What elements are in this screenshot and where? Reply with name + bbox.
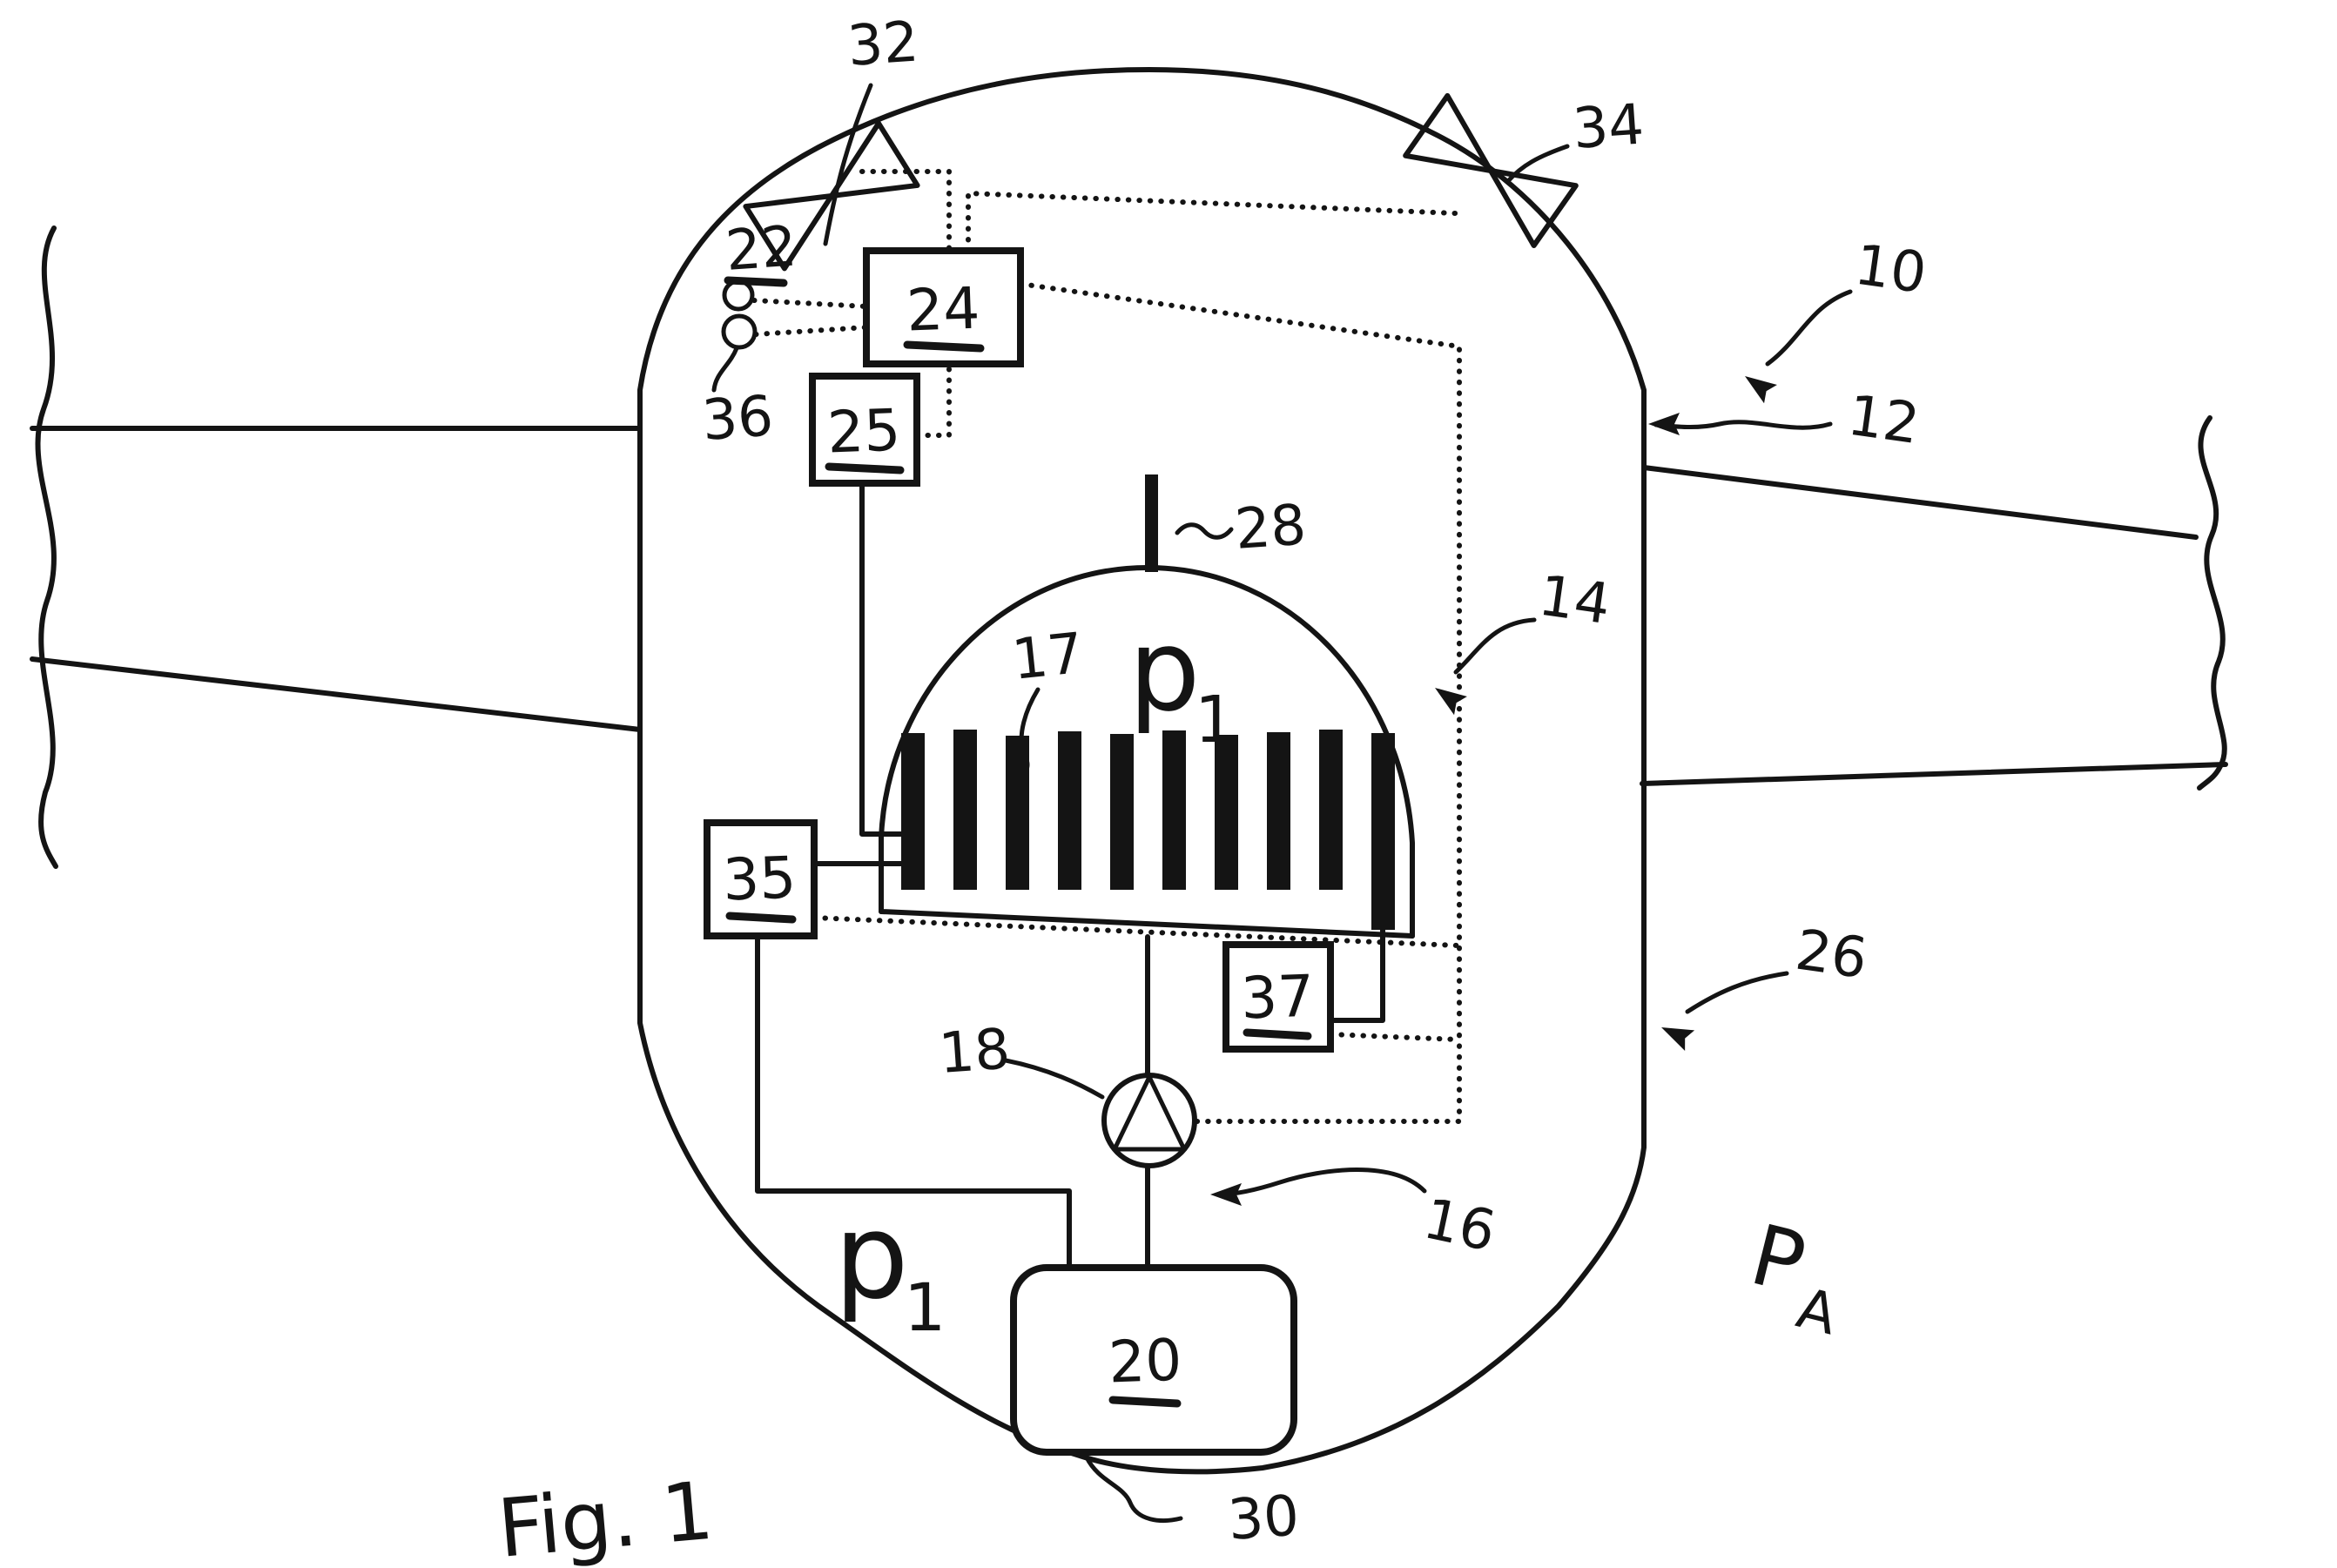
right-wing-break-line — [2197, 415, 2227, 791]
ref-leader-17 — [1019, 687, 1041, 772]
label-28-tilde-leader — [1175, 522, 1234, 540]
arrowhead-14 — [1435, 688, 1467, 716]
pressure-sensor-icon-22 — [722, 279, 755, 312]
controller-box-37-underline — [1243, 1028, 1312, 1040]
pipe-box37-to-stack — [1328, 927, 1385, 1023]
arrowhead-26 — [1661, 1027, 1695, 1051]
stack-bar — [1319, 730, 1343, 890]
fuel-cell-stack-bars — [901, 730, 1395, 930]
ambient-pressure-label: P A — [1741, 1206, 1844, 1348]
arrowhead-16 — [1210, 1183, 1242, 1206]
signal-line-25-to-24 — [914, 361, 952, 438]
valve-34-upper-triangle — [1403, 92, 1493, 173]
ref-leader-12 — [1653, 420, 1833, 430]
stack-pressure-p: p — [1128, 604, 1201, 737]
ref-label-14: 14 — [1535, 564, 1614, 638]
fuselage-outline — [637, 67, 1647, 1475]
valve-32-lower-triangle — [743, 193, 834, 272]
ref-label-34: 34 — [1571, 92, 1646, 162]
ref-label-26: 26 — [1792, 919, 1871, 993]
controller-box-24-underline — [903, 340, 985, 353]
pump-triangle — [1112, 1074, 1187, 1152]
stack-pressure-sub: 1 — [1195, 683, 1236, 757]
controller-box-35-label: 35 — [722, 845, 798, 914]
ref-label-10: 10 — [1851, 233, 1930, 307]
ref-leader-34 — [1505, 144, 1570, 184]
ref-label-32: 32 — [845, 10, 920, 79]
ref-label-12: 12 — [1844, 384, 1923, 458]
signal-line-35-bus — [812, 915, 1460, 948]
left-wing-bottom-edge — [30, 656, 643, 732]
ref-leader-30 — [1084, 1455, 1183, 1523]
outflow-valve-34-icon — [1403, 92, 1579, 249]
left-wing-break-line — [35, 225, 58, 869]
ref-label-18: 18 — [937, 1017, 1012, 1087]
ref-leader-32 — [823, 83, 873, 246]
figure-caption: Fig. 1 — [495, 1464, 717, 1568]
ref-leader-16 — [1216, 1168, 1427, 1197]
arrowhead-12 — [1648, 413, 1680, 435]
outflow-valve-32-icon — [743, 120, 920, 272]
tank-20 — [1010, 1264, 1297, 1456]
tank-20-underline — [1108, 1396, 1182, 1408]
stack-bar — [901, 733, 925, 890]
ref-label-36: 36 — [700, 384, 775, 454]
stack-bar — [953, 730, 977, 890]
sensor-36-leader — [711, 346, 739, 393]
tank-20-label: 20 — [1108, 1327, 1183, 1396]
ref-leader-26 — [1685, 971, 1789, 1014]
cabin-pressure-p: p — [834, 1188, 909, 1325]
ambient-pressure-sub: A — [1791, 1276, 1844, 1348]
vent-stub-28 — [1145, 474, 1158, 572]
ref-label-22-underline — [724, 276, 788, 287]
controller-box-37-label: 37 — [1240, 963, 1316, 1033]
fuel-cell-enclosure-base — [879, 909, 1415, 939]
ref-leader-14 — [1453, 617, 1537, 675]
stack-bar — [1162, 730, 1186, 890]
stack-bar — [1110, 734, 1134, 890]
valve-34-lower-triangle — [1488, 168, 1579, 249]
pipe-box35-to-tank — [755, 933, 1072, 1270]
ref-label-28: 28 — [1233, 493, 1308, 562]
controller-box-24 — [863, 247, 1024, 367]
stack-bar — [1215, 735, 1238, 890]
ref-label-30: 30 — [1226, 1484, 1301, 1553]
stack-bar-cathode — [1371, 733, 1395, 930]
signal-line-24-to-valve34 — [966, 190, 1458, 253]
pressure-sensor-icon-36 — [721, 313, 758, 350]
signal-line-valve32-to-24 — [859, 169, 952, 253]
cabin-pressure-sub: 1 — [904, 1269, 946, 1346]
signal-line-sensor22-to-24 — [751, 298, 869, 309]
stack-bar — [1267, 732, 1290, 890]
stack-bar — [1058, 731, 1081, 890]
pipe-box25-to-stack — [859, 481, 905, 837]
valve-32-upper-triangle — [829, 120, 920, 199]
arrowhead-10 — [1745, 376, 1777, 404]
right-wing-bottom-edge — [1640, 762, 2228, 786]
pump-icon-18 — [1101, 1073, 1197, 1168]
signal-line-sensor36-to-24 — [753, 325, 869, 337]
controller-box-24-label: 24 — [906, 275, 981, 345]
ref-label-22: 22 — [724, 214, 798, 284]
signal-line-37-bus — [1328, 1032, 1460, 1042]
controller-box-25-underline — [825, 462, 905, 474]
ref-label-17: 17 — [1009, 622, 1087, 693]
controller-box-35-underline — [725, 912, 797, 924]
controller-box-25-label: 25 — [826, 397, 902, 467]
ref-leader-10 — [1765, 289, 1853, 367]
ref-label-16: 16 — [1418, 1187, 1501, 1264]
signal-line-24-to-right-bus — [1018, 281, 1462, 1124]
right-wing-top-edge — [1641, 465, 2199, 540]
ref-leader-18 — [1003, 1058, 1105, 1100]
